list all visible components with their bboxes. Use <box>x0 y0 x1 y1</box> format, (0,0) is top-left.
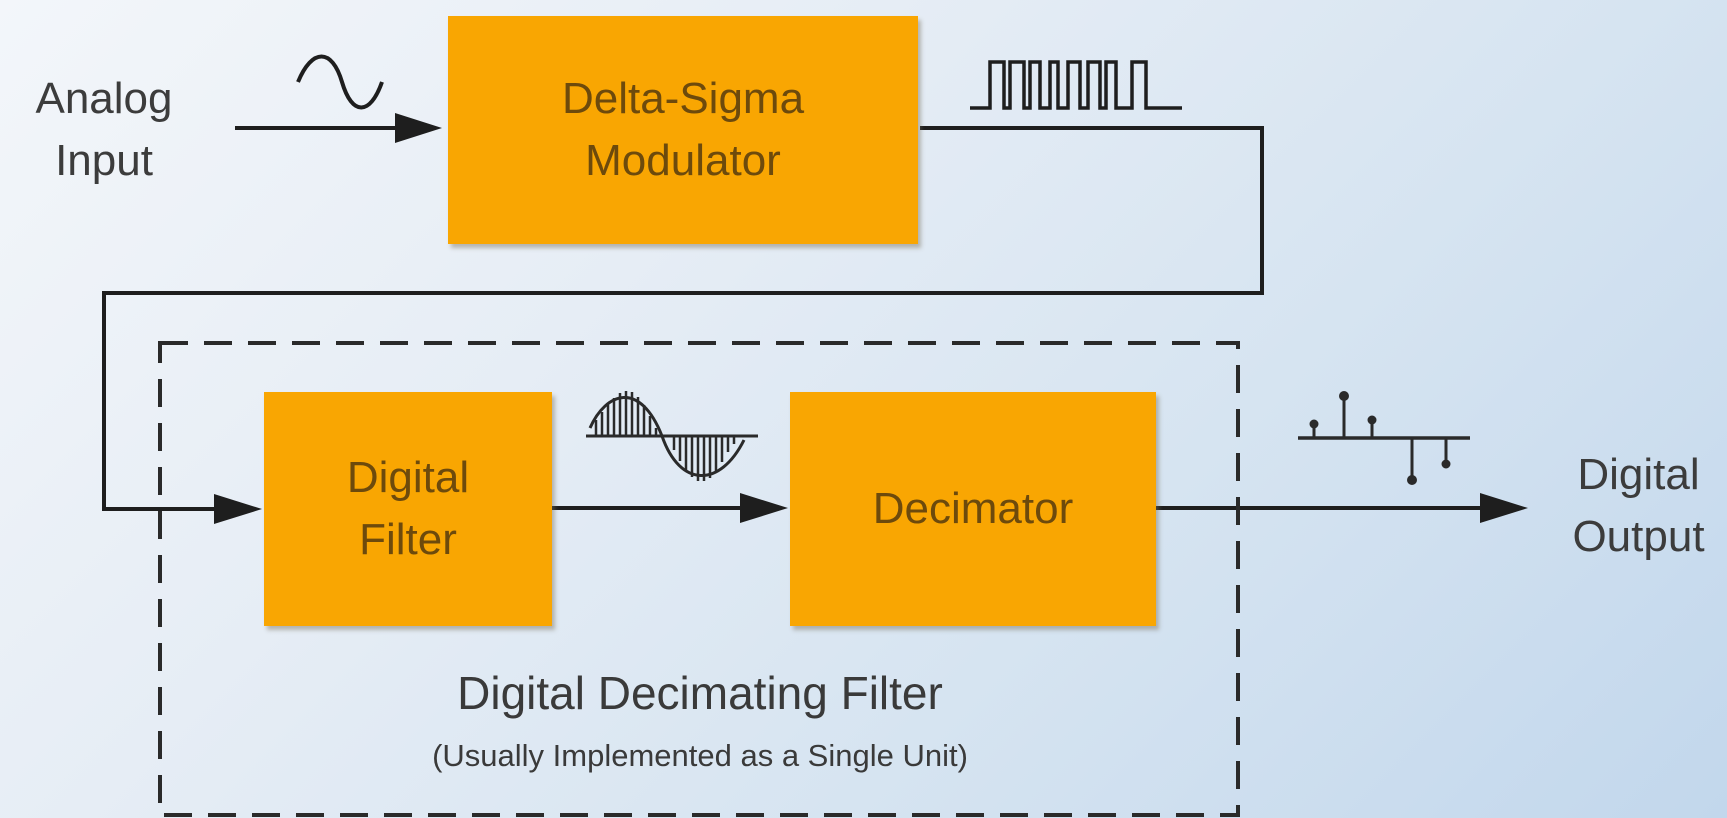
decimator-block: Decimator <box>790 392 1156 626</box>
digital-filter-block: Digital Filter <box>264 392 552 626</box>
digital-output-arrow <box>1156 493 1528 523</box>
filter-to-decimator-arrow <box>552 493 788 523</box>
analog-input-line1: Analog <box>35 74 173 123</box>
decimating-filter-title: Digital Decimating Filter <box>457 667 943 719</box>
analog-input-label: Analog Input <box>14 68 194 192</box>
digital-output-line1: Digital <box>1577 450 1700 499</box>
delta-sigma-modulator-block: Delta-Sigma Modulator <box>448 16 918 244</box>
sampled-sine-icon <box>586 391 758 481</box>
analog-input-line2: Input <box>55 136 153 185</box>
modulator-label-line2: Modulator <box>585 136 781 185</box>
decimator-label: Decimator <box>872 484 1074 533</box>
modulator-to-filter-wire <box>102 126 1264 524</box>
decimating-filter-subtitle: (Usually Implemented as a Single Unit) <box>432 738 968 773</box>
pulse-train-icon <box>970 60 1182 110</box>
discrete-samples-icon <box>1298 391 1470 485</box>
digital-filter-label-line2: Filter <box>359 515 457 564</box>
sine-wave-icon <box>296 54 384 110</box>
analog-input-arrow <box>235 113 442 143</box>
modulator-label-line1: Delta-Sigma <box>561 74 805 123</box>
digital-filter-label-line1: Digital <box>346 453 470 502</box>
decimating-filter-group-border <box>158 341 1240 817</box>
digital-output-label: Digital Output <box>1550 444 1727 568</box>
digital-output-line2: Output <box>1572 512 1705 561</box>
